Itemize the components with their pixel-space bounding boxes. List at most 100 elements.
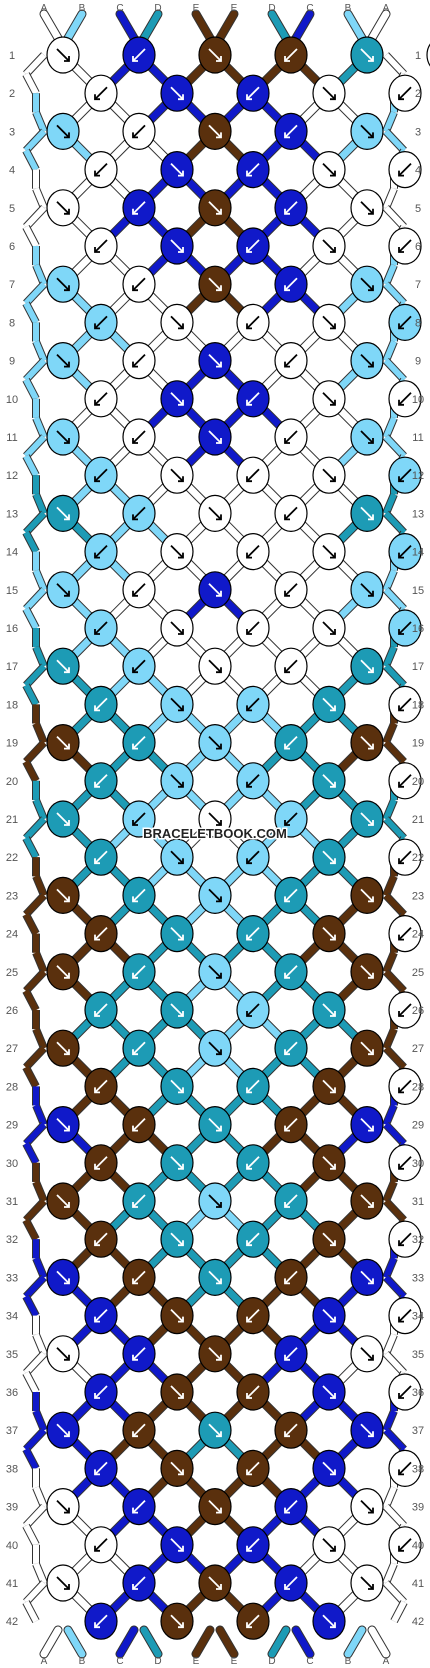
edge-strand-right [383,129,407,153]
watermark: BRACELETBOOK.COM [143,826,287,841]
edge-strand-left [33,1333,47,1355]
knot-arrowhead-icon [64,896,70,903]
knot-arrowhead-icon [368,1278,374,1285]
edge-strand-right [383,52,407,77]
knot-arrow-icon [322,1232,336,1246]
row-number-left: 36 [6,1387,18,1399]
row-number-left: 10 [6,394,18,406]
edge-strand-left [23,816,47,841]
edge-strand-left [23,683,39,706]
edge-strand-right [383,1180,397,1203]
row-number-right: 9 [415,356,421,368]
edge-strand-left [23,836,39,859]
edge-strand-right [383,1351,407,1375]
edge-strand-left [23,607,39,630]
knot-arrowhead-icon [178,552,184,559]
edge-strand-right [383,1027,397,1050]
knot-arrow-icon [94,315,108,330]
row-number-left: 29 [6,1120,18,1132]
knot-arrowhead-icon [284,1202,290,1208]
knot-arrow-icon [94,621,108,635]
edge-strand-left [23,989,39,1012]
knot-arrowhead-icon [368,1584,374,1590]
knot-arrow-icon [246,468,260,482]
strand-label-bottom: A [383,1656,390,1667]
edge-strand-left [33,569,47,591]
row-number-left: 35 [6,1349,18,1361]
row-number-left: 12 [6,470,18,482]
strand-end [216,1626,238,1658]
knot-arrowhead-icon [216,1354,222,1361]
edge-strand-left [33,493,47,515]
knot-arrowhead-icon [216,285,222,292]
edge-strand-left [33,645,47,668]
knot-arrowhead-icon [284,1049,290,1056]
knot-arrowhead-icon [330,1469,336,1476]
strand-label-bottom: B [345,1656,352,1667]
knot-arrowhead-icon [368,56,374,62]
knot-arrow-icon [360,583,374,597]
strand-label-bottom: D [154,1656,161,1667]
knot-arrow-icon [360,1423,374,1437]
knot-arrow-icon [322,239,336,253]
row-numbers-right: 1234567891011121314151617181920212223242… [412,50,424,1628]
strand-end [192,1626,214,1658]
edge-strand-right [383,205,407,229]
row-number-left: 18 [6,699,18,711]
row-number-right: 13 [412,508,424,520]
knot-arrowhead-icon [398,781,404,788]
knot-arrow-icon [284,812,298,826]
knot-arrow-icon [284,124,298,139]
knot-arrowhead-icon [64,1049,70,1056]
knot-arrowhead-icon [330,399,336,406]
knot-arrow-icon [398,697,412,712]
strand-label-bottom: A [41,1656,48,1667]
row-number-left: 4 [9,165,15,177]
knot-arrowhead-icon [330,1163,336,1170]
edge-strand-right [383,263,397,286]
row-number-right: 29 [412,1120,424,1132]
knot-arrowhead-icon [246,1011,252,1017]
edge-strand-right [383,740,407,764]
knot-arrow-icon [398,392,412,406]
knot-arrow-icon [360,506,374,521]
knot-arrow-icon [360,430,374,444]
edge-strand-left [23,1504,47,1528]
knot-arrowhead-icon [64,1202,70,1208]
strand-end [268,10,290,42]
edge-strand-left [33,340,47,362]
knot-arrow-icon [94,1232,108,1246]
knot-arrowhead-icon [94,1469,100,1476]
knot-arrow-icon [170,926,184,941]
knot-arrow-icon [208,1576,222,1590]
knot-arrow-icon [56,1041,70,1055]
knot-arrow-icon [170,1385,184,1399]
knot-arrowhead-icon [216,896,222,903]
strand-end [40,1626,62,1658]
knot-arrow-icon [132,1270,146,1285]
knot-arrowhead-icon [132,208,138,215]
knot-arrow-icon [284,659,298,673]
knot-arrow-icon [94,697,108,712]
knot-arrow-icon [208,1270,222,1285]
knot-arrowhead-icon [398,934,404,941]
knot-arrowhead-icon [64,667,70,674]
row-number-right: 32 [412,1234,424,1246]
knot-arrowhead-icon [132,972,138,979]
row-number-right: 19 [412,738,424,750]
row-number-right: 38 [412,1463,424,1475]
knot-arrow-icon [246,1156,260,1170]
knot-arrow-icon [208,48,222,62]
edge-strand-right [383,951,397,973]
row-number-left: 32 [6,1234,18,1246]
knot-arrowhead-icon [64,1125,70,1132]
knot-arrowhead-icon [178,629,184,635]
knot-arrow-icon [284,1576,298,1590]
edge-strand-right [383,1122,407,1146]
strand-label-top: D [154,3,161,14]
knot-arrowhead-icon [64,972,70,979]
knot-arrowhead-icon [178,781,184,788]
knot-arrowhead-icon [284,285,290,292]
knot-arrowhead-icon [216,56,222,62]
strand-end [192,10,214,42]
